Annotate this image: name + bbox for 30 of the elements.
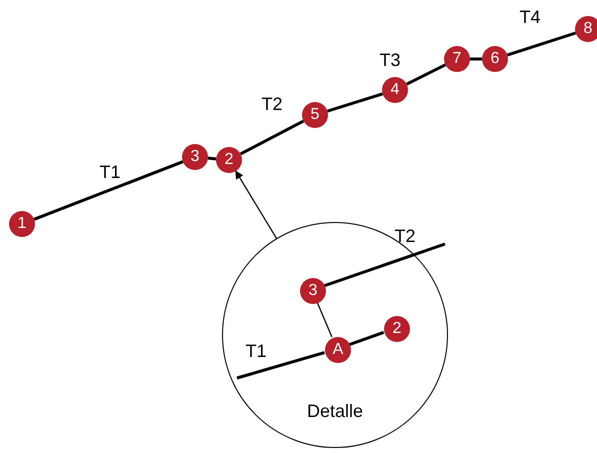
line-segment	[236, 351, 325, 380]
segment-label: T2	[262, 95, 282, 113]
line-segment	[326, 92, 384, 113]
point-marker: 7	[444, 46, 470, 72]
point-marker: 2	[216, 147, 242, 173]
segment-label: T1	[246, 342, 266, 360]
arrow	[235, 170, 277, 239]
line-segment	[324, 242, 446, 288]
point-marker: 2	[384, 316, 410, 342]
point-marker: 3	[182, 144, 208, 170]
point-marker: 5	[302, 102, 328, 128]
point-marker: 6	[482, 46, 508, 72]
line-segment	[34, 160, 184, 221]
point-marker: 1	[9, 211, 35, 237]
point-marker: A	[325, 337, 351, 363]
segment-label: T3	[380, 51, 400, 69]
point-marker: 4	[382, 77, 408, 103]
segment-label: T1	[100, 163, 120, 181]
segment-label: T4	[520, 8, 540, 26]
line-segment	[348, 330, 384, 346]
line-segment	[316, 302, 332, 338]
detail-caption: Detalle	[306, 400, 364, 423]
segment-label: T2	[394, 227, 416, 245]
line-segment	[406, 63, 446, 86]
line-segment	[506, 32, 576, 56]
point-marker: 8	[575, 16, 597, 42]
point-marker: 3	[300, 278, 326, 304]
line-segment	[208, 156, 216, 160]
line-segment	[240, 120, 304, 156]
line-segment	[470, 58, 482, 60]
